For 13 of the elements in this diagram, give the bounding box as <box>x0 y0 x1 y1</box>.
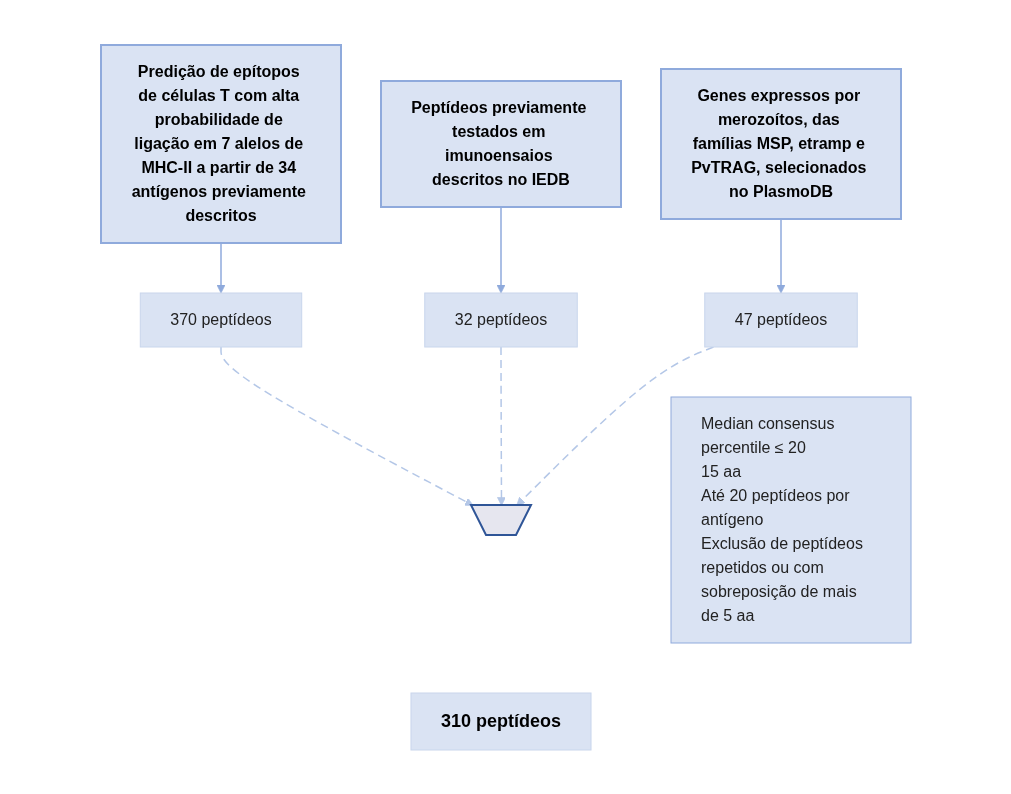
node-box: 370 peptídeos <box>139 292 302 347</box>
arrow <box>496 205 505 293</box>
node-funnel <box>468 503 533 536</box>
node-box: 310 peptídeos <box>410 692 591 750</box>
node-box: Peptídeos previamente testados em imunoensaios descritos no IEDB <box>379 79 622 208</box>
arrow <box>776 217 785 293</box>
node-box: 47 peptídeos <box>703 292 858 347</box>
node-box: Median consensus percentile ≤ 20 15 aa Até 20 peptídeos por antígeno Exclusão de peptídeos repetidos ou com sobreposição de mais de 5 aa <box>670 396 911 643</box>
arrow <box>219 345 473 506</box>
arrow <box>216 241 225 293</box>
node-box: Predição de epítopos de células T com alta probabilidade de ligação em 7 alelos de MHC-II a partir de 34 antígenos previamente descritos <box>99 43 342 244</box>
node-box: Genes expressos por merozoítos, das famílias MSP, etramp e PvTRAG, selecionados no PlasmoDB <box>659 67 902 220</box>
node-box: 32 peptídeos <box>423 292 578 347</box>
